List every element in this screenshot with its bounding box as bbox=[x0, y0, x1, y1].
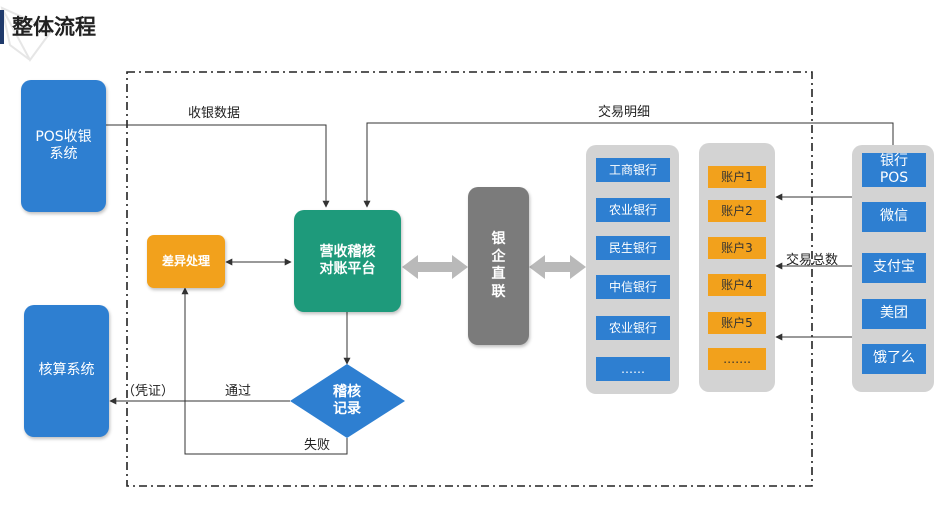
account-item: 账户5 bbox=[708, 312, 766, 334]
channel-meituan: 美团 bbox=[862, 299, 926, 329]
diff-handling-node: 差异处理 bbox=[147, 235, 225, 288]
accounting-system-node: 核算系统 bbox=[24, 305, 109, 437]
label-transaction-detail: 交易明细 bbox=[598, 105, 651, 120]
label-voucher: （凭证） bbox=[122, 384, 175, 399]
account-item: ……. bbox=[708, 348, 766, 370]
label-transaction-total: 交易总数 bbox=[786, 253, 839, 268]
label-pos-data: 收银数据 bbox=[188, 106, 241, 121]
label-pass: 通过 bbox=[225, 384, 252, 399]
title-accent-bar bbox=[0, 10, 4, 44]
account-item: 账户3 bbox=[708, 237, 766, 259]
bank-item: 工商银行 bbox=[596, 158, 670, 182]
pos-system-node: POS收银 系统 bbox=[21, 80, 106, 212]
account-item: 账户4 bbox=[708, 274, 766, 296]
account-item: 账户1 bbox=[708, 166, 766, 188]
page-title: 整体流程 bbox=[12, 15, 96, 39]
bank-item: 农业银行 bbox=[596, 198, 670, 222]
bank-item: 农业银行 bbox=[596, 316, 670, 340]
bank-item: 民生银行 bbox=[596, 236, 670, 260]
label-fail: 失败 bbox=[304, 438, 331, 453]
bank-item: 中信银行 bbox=[596, 275, 670, 299]
audit-record-diamond bbox=[290, 364, 405, 438]
account-item: 账户2 bbox=[708, 200, 766, 222]
logo-outline-icon bbox=[0, 6, 54, 62]
channel-wechat: 微信 bbox=[862, 202, 926, 232]
bank-direct-link-node: 银 企 直 联 bbox=[468, 187, 529, 345]
reconciliation-platform-node: 营收稽核 对账平台 bbox=[294, 210, 401, 312]
bank-panel bbox=[586, 145, 679, 394]
audit-record-label: 稽核 记录 bbox=[333, 383, 361, 418]
channel-alipay: 支付宝 bbox=[862, 253, 926, 283]
channel-bank-pos: 银行 POS bbox=[862, 153, 926, 187]
channel-eleme: 饿了么 bbox=[862, 344, 926, 374]
bank-item: …… bbox=[596, 357, 670, 381]
